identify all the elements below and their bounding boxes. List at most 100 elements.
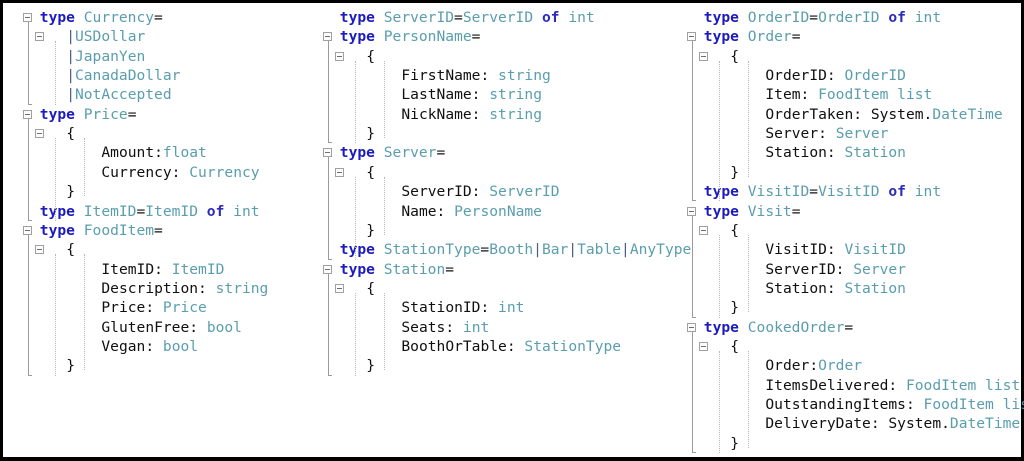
code-line[interactable]: ItemsDelivered: FoodItem list — [673, 376, 1023, 395]
code-line[interactable]: FirstName: string — [309, 66, 669, 85]
code-line[interactable]: Station: Station — [673, 143, 1023, 162]
fold-collapse-icon[interactable] — [35, 129, 44, 139]
code-line[interactable]: type FoodItem= — [9, 221, 309, 240]
code-token-brace: } — [66, 357, 75, 375]
code-line[interactable]: ServerID: Server — [673, 260, 1023, 279]
fold-collapse-icon[interactable] — [23, 109, 32, 119]
code-line[interactable]: Price: Price — [9, 298, 309, 317]
code-line[interactable]: OrderID: OrderID — [673, 66, 1023, 85]
code-line[interactable]: Station: Station — [673, 279, 1023, 298]
code-line[interactable]: { — [673, 221, 1023, 240]
code-line[interactable]: } — [673, 298, 1023, 317]
code-line[interactable]: Currency: Currency — [9, 163, 309, 182]
code-line-text: BoothOrTable: StationType — [401, 337, 621, 356]
code-line[interactable]: { — [309, 279, 669, 298]
code-line[interactable]: type Order= — [673, 27, 1023, 46]
code-line[interactable]: type PersonName= — [309, 27, 669, 46]
fold-collapse-icon[interactable] — [687, 206, 696, 216]
code-token-brace: } — [730, 434, 739, 452]
code-line[interactable]: { — [9, 124, 309, 143]
fold-collapse-icon[interactable] — [323, 32, 332, 42]
code-line[interactable]: } — [673, 163, 1023, 182]
code-line[interactable]: type Station= — [309, 260, 669, 279]
code-line[interactable]: |USDollar — [9, 27, 309, 46]
code-line[interactable]: |CanadaDollar — [9, 66, 309, 85]
code-token-plain: = — [454, 9, 463, 26]
code-token-plain: Currency: — [101, 163, 190, 181]
code-line[interactable]: BoothOrTable: StationType — [309, 337, 669, 356]
code-line[interactable]: type CookedOrder= — [673, 318, 1023, 337]
code-line[interactable]: } — [673, 434, 1023, 453]
code-line[interactable]: { — [309, 163, 669, 182]
code-line[interactable]: { — [309, 47, 669, 66]
code-line[interactable]: } — [309, 356, 669, 375]
fold-collapse-icon[interactable] — [687, 32, 696, 42]
code-token-ty: string — [215, 279, 269, 297]
code-line[interactable]: GlutenFree: bool — [9, 318, 309, 337]
code-line[interactable]: Vegan: bool — [9, 337, 309, 356]
code-line[interactable]: Name: PersonName — [309, 202, 669, 221]
fold-collapse-icon[interactable] — [335, 283, 344, 293]
code-line-text: } — [730, 434, 739, 453]
code-line[interactable]: |JapanYen — [9, 47, 309, 66]
code-line[interactable]: OrderTaken: System.DateTime — [673, 105, 1023, 124]
fold-collapse-icon[interactable] — [23, 225, 32, 235]
code-line[interactable]: } — [9, 182, 309, 201]
fold-collapse-icon[interactable] — [323, 264, 332, 274]
fold-region-rail — [691, 41, 696, 202]
code-line[interactable]: Item: FoodItem list — [673, 85, 1023, 104]
code-line[interactable]: type Server= — [309, 143, 669, 162]
code-line[interactable]: ItemID: ItemID — [9, 260, 309, 279]
fold-collapse-icon[interactable] — [35, 245, 44, 255]
code-line[interactable]: Description: string — [9, 279, 309, 298]
code-line[interactable]: DeliveryDate: System.DateTime — [673, 414, 1023, 433]
fold-collapse-icon[interactable] — [699, 225, 708, 235]
code-line[interactable]: Server: Server — [673, 124, 1023, 143]
fold-collapse-icon[interactable] — [687, 322, 696, 332]
fold-collapse-icon[interactable] — [35, 32, 44, 42]
code-token-kw: type — [703, 318, 739, 336]
code-token-brace: { — [730, 47, 739, 65]
code-line[interactable]: { — [673, 47, 1023, 66]
fold-collapse-icon[interactable] — [335, 167, 344, 177]
code-token-plain — [75, 9, 84, 26]
code-line[interactable]: OutstandingItems: FoodItem list — [673, 395, 1024, 414]
code-line[interactable]: } — [9, 356, 309, 375]
code-line[interactable]: type ItemID=ItemID of int — [9, 202, 309, 221]
code-line[interactable]: type Currency= — [9, 8, 309, 27]
code-line[interactable]: type VisitID=VisitID of int — [673, 182, 1023, 201]
code-token-plain: = — [809, 183, 819, 201]
code-line[interactable]: Seats: int — [309, 318, 669, 337]
code-token-pipe: | — [66, 28, 75, 46]
code-line[interactable]: StationID: int — [309, 298, 669, 317]
code-line[interactable]: type ServerID=ServerID of int — [309, 8, 669, 27]
column-left[interactable]: type Currency=|USDollar|JapanYen|CanadaD… — [9, 3, 309, 457]
code-line[interactable]: } — [309, 221, 669, 240]
code-line[interactable]: Order:Order — [673, 356, 1023, 375]
code-line[interactable]: { — [9, 240, 309, 259]
code-line[interactable]: |NotAccepted — [9, 85, 309, 104]
fold-collapse-icon[interactable] — [23, 13, 32, 22]
code-line-text: Vegan: bool — [101, 337, 198, 356]
code-line[interactable]: LastName: string — [309, 85, 669, 104]
code-line[interactable]: { — [673, 337, 1023, 356]
code-line[interactable]: } — [309, 124, 669, 143]
code-line[interactable]: type Price= — [9, 105, 309, 124]
fold-collapse-icon[interactable] — [335, 51, 344, 61]
fold-collapse-icon[interactable] — [699, 341, 708, 351]
code-token-plain — [198, 203, 207, 220]
fold-region-end-tick — [327, 374, 332, 376]
fold-collapse-icon[interactable] — [323, 148, 332, 158]
code-line[interactable]: type StationType=Booth|Bar|Table|AnyType — [309, 240, 692, 259]
fold-collapse-icon[interactable] — [699, 51, 708, 61]
code-line[interactable]: type Visit= — [673, 202, 1023, 221]
code-line[interactable]: Amount:float — [9, 143, 309, 162]
code-line-text: VisitID: VisitID — [765, 240, 906, 259]
code-line[interactable]: ServerID: ServerID — [309, 182, 669, 201]
code-line[interactable]: VisitID: VisitID — [673, 240, 1023, 259]
code-line[interactable]: type OrderID=OrderID of int — [673, 8, 1023, 27]
code-line[interactable]: NickName: string — [309, 105, 669, 124]
